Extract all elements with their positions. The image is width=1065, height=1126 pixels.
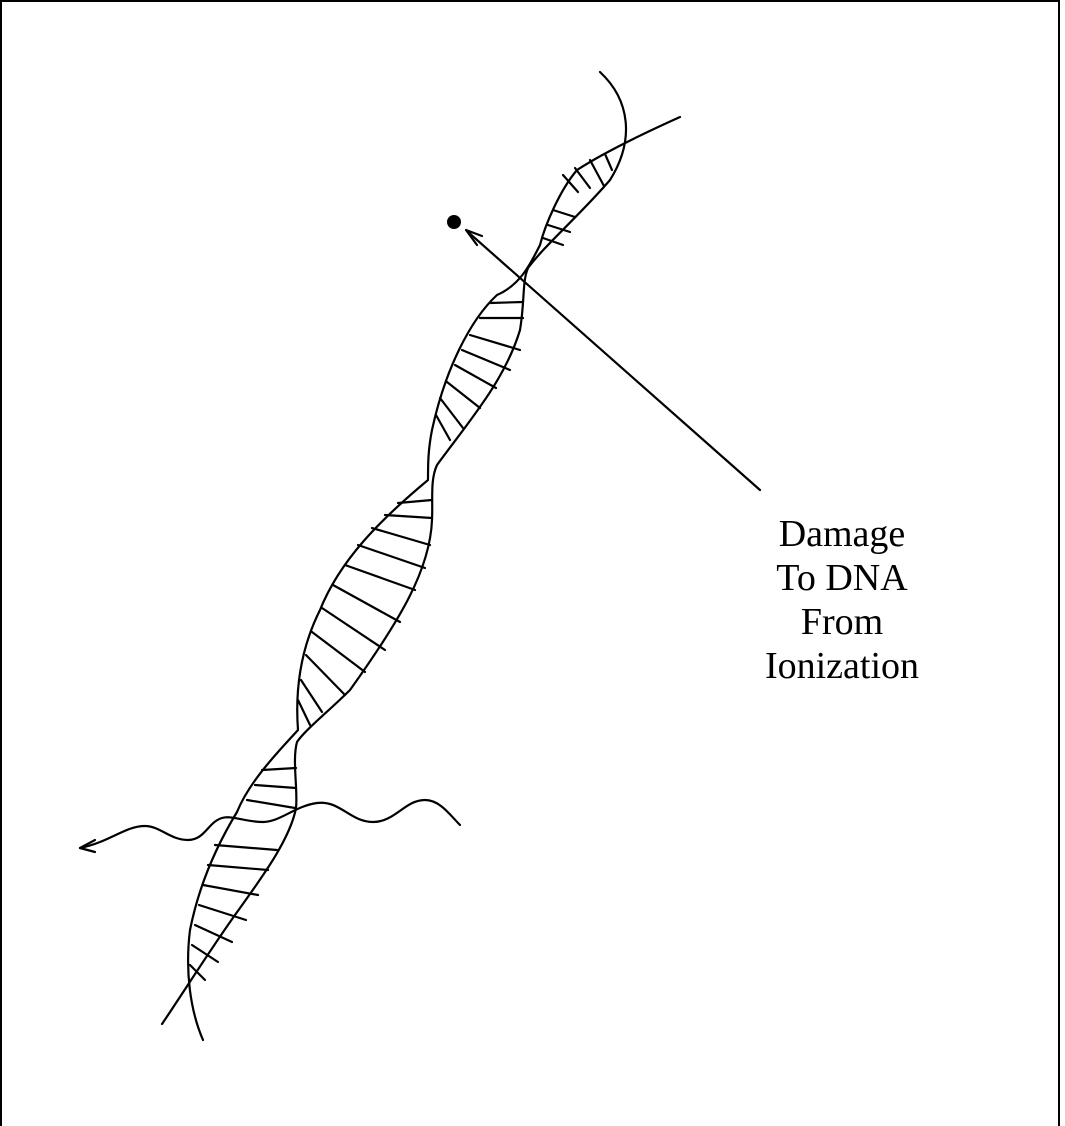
base-pairs-lower xyxy=(190,845,277,980)
ionization-damage-dot xyxy=(447,215,461,229)
damage-pointer-line xyxy=(468,232,760,490)
label-line-1: Damage xyxy=(722,512,962,556)
damage-label: Damage To DNA From Ionization xyxy=(722,512,962,688)
label-line-2: To DNA xyxy=(722,556,962,600)
base-pairs-lower-middle xyxy=(247,768,296,808)
label-line-3: From xyxy=(722,600,962,644)
radiation-track xyxy=(80,800,460,848)
dna-strand-a xyxy=(162,72,626,1024)
dna-strand-b xyxy=(188,117,680,1040)
base-pairs-upper xyxy=(543,154,612,245)
label-line-4: Ionization xyxy=(722,644,962,688)
